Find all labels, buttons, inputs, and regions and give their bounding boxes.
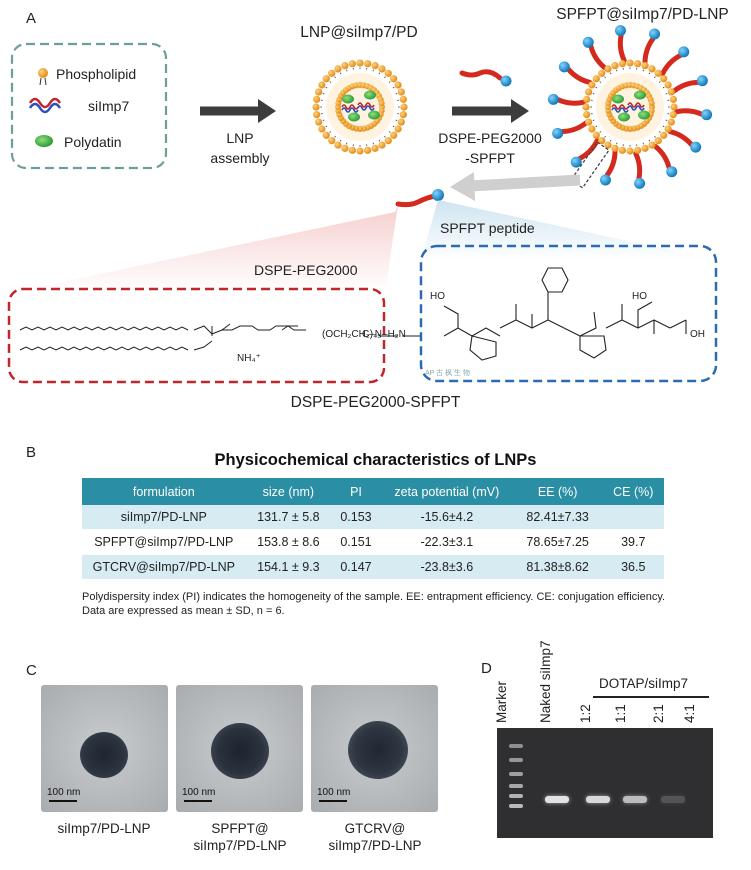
scale-bar-label: 100 nm: [317, 787, 351, 798]
panel-label-a: A: [26, 10, 37, 27]
ladder-band: [509, 744, 523, 748]
scale-bar-label: 100 nm: [182, 787, 216, 798]
sample-band: [661, 796, 685, 803]
gel-lane-label: Naked siImp7: [538, 640, 553, 723]
table-header-row: formulation size (nm) PI zeta potential …: [82, 478, 664, 505]
col-pi: PI: [331, 478, 381, 505]
peptide-label: SPFPT peptide: [440, 220, 535, 236]
gel-lane-label: 4:1: [682, 704, 697, 723]
table-row: SPFPT@siImp7/PD-LNP 153.8 ± 8.6 0.151 -2…: [82, 529, 664, 555]
gel-group-line: [593, 696, 709, 698]
caption-line: siImp7/PD-LNP: [193, 838, 287, 853]
ladder-band: [509, 772, 523, 776]
legend-polydatin: Polydatin: [64, 134, 122, 150]
caption-line: siImp7/PD-LNP: [57, 821, 151, 836]
gel-group-label: DOTAP/siImp7: [599, 676, 689, 691]
cell-zeta: -15.6±4.2: [380, 505, 513, 530]
chem-amide: C–N–H₂N: [362, 329, 406, 340]
cell-pi: 0.153: [331, 505, 381, 530]
tem-image-2: 100 nm: [176, 685, 303, 812]
table-title: Physicochemical characteristics of LNPs: [214, 451, 537, 469]
cell-size: 131.7 ± 5.8: [245, 505, 332, 530]
panel-label-b: B: [26, 444, 37, 461]
gel-lane-label: 1:2: [578, 704, 593, 723]
table-footnote: Polydispersity index (PI) indicates the …: [82, 591, 666, 617]
gel-lane-label: Marker: [494, 680, 509, 723]
cell-ce: [602, 505, 664, 530]
arrow-dspe-label: DSPE-PEG2000 -SPFPT: [430, 128, 550, 168]
ladder-band: [509, 794, 523, 798]
cell-formulation: GTCRV@siImp7/PD-LNP: [82, 554, 246, 579]
cell-size: 154.1 ± 9.3: [245, 554, 332, 579]
table-row: siImp7/PD-LNP 131.7 ± 5.8 0.153 -15.6±4.…: [82, 505, 664, 530]
cell-pi: 0.151: [331, 529, 381, 555]
arrow2-line1: DSPE-PEG2000: [438, 130, 542, 146]
caption-line: SPFPT@: [211, 821, 269, 836]
caption-line: siImp7/PD-LNP: [328, 838, 422, 853]
ladder-band: [509, 758, 523, 762]
lnp-characteristics-table: formulation size (nm) PI zeta potential …: [82, 478, 664, 579]
tem-caption-1: siImp7/PD-LNP: [24, 820, 184, 837]
chem-oh3: OH: [690, 329, 705, 340]
cell-ee: 81.38±8.62: [512, 554, 603, 579]
conjugate-label: DSPE-PEG2000-SPFPT: [290, 394, 461, 411]
cell-size: 153.8 ± 8.6: [245, 529, 332, 555]
arrow2-line2: -SPFPT: [465, 150, 515, 166]
tem-caption-3: GTCRV@ siImp7/PD-LNP: [295, 820, 455, 854]
col-ee: EE (%): [512, 478, 603, 505]
col-size: size (nm): [245, 478, 332, 505]
scale-bar: [319, 800, 347, 802]
col-formulation: formulation: [82, 478, 246, 505]
arrow1-line1: LNP: [226, 130, 254, 146]
panel-label-d: D: [481, 660, 492, 677]
chem-peg: (OCH₂CH₂)₄₅: [322, 329, 382, 340]
final-lnp-title: SPFPT@siImp7/PD-LNP: [556, 6, 729, 23]
legend-phospholipid: Phospholipid: [56, 66, 137, 82]
legend-siimp7: siImp7: [88, 98, 130, 114]
scale-bar: [184, 800, 212, 802]
panel-label-c: C: [26, 662, 37, 679]
scale-bar-label: 100 nm: [47, 787, 81, 798]
dspe-label: DSPE-PEG2000: [254, 262, 358, 278]
ladder-band: [509, 804, 523, 808]
sample-band: [623, 796, 647, 803]
gel-lane-label: 2:1: [651, 704, 666, 723]
cell-zeta: -22.3±3.1: [380, 529, 513, 555]
col-ce: CE (%): [602, 478, 664, 505]
cell-formulation: siImp7/PD-LNP: [82, 505, 246, 530]
arrow1-line2: assembly: [210, 150, 270, 166]
agarose-gel: [497, 728, 713, 838]
sample-band: [545, 796, 569, 803]
col-zeta: zeta potential (mV): [380, 478, 513, 505]
cell-zeta: -23.8±3.6: [380, 554, 513, 579]
cell-ee: 82.41±7.33: [512, 505, 603, 530]
chem-nh4: NH₄⁺: [237, 353, 261, 364]
tem-image-1: 100 nm: [41, 685, 168, 812]
arrow-lnp-assembly-label: LNP assembly: [203, 128, 277, 168]
cell-ce: 36.5: [602, 554, 664, 579]
sample-band: [586, 796, 610, 803]
cell-pi: 0.147: [331, 554, 381, 579]
cell-formulation: SPFPT@siImp7/PD-LNP: [82, 529, 246, 555]
watermark: AP 古 枫 生 物: [425, 370, 470, 377]
chem-oh2: HO: [632, 291, 647, 302]
cell-ce: 39.7: [602, 529, 664, 555]
tem-caption-2: SPFPT@ siImp7/PD-LNP: [160, 820, 320, 854]
lnp-title: LNP@siImp7/PD: [300, 24, 418, 41]
schematic-panel-a: [7, 25, 718, 384]
cell-ee: 78.65±7.25: [512, 529, 603, 555]
scale-bar: [49, 800, 77, 802]
gel-lane-label: 1:1: [613, 704, 628, 723]
tem-image-3: 100 nm: [311, 685, 438, 812]
caption-line: GTCRV@: [344, 821, 406, 836]
table-row: GTCRV@siImp7/PD-LNP 154.1 ± 9.3 0.147 -2…: [82, 554, 664, 579]
ladder-band: [509, 784, 523, 788]
chem-oh1: HO: [430, 291, 445, 302]
